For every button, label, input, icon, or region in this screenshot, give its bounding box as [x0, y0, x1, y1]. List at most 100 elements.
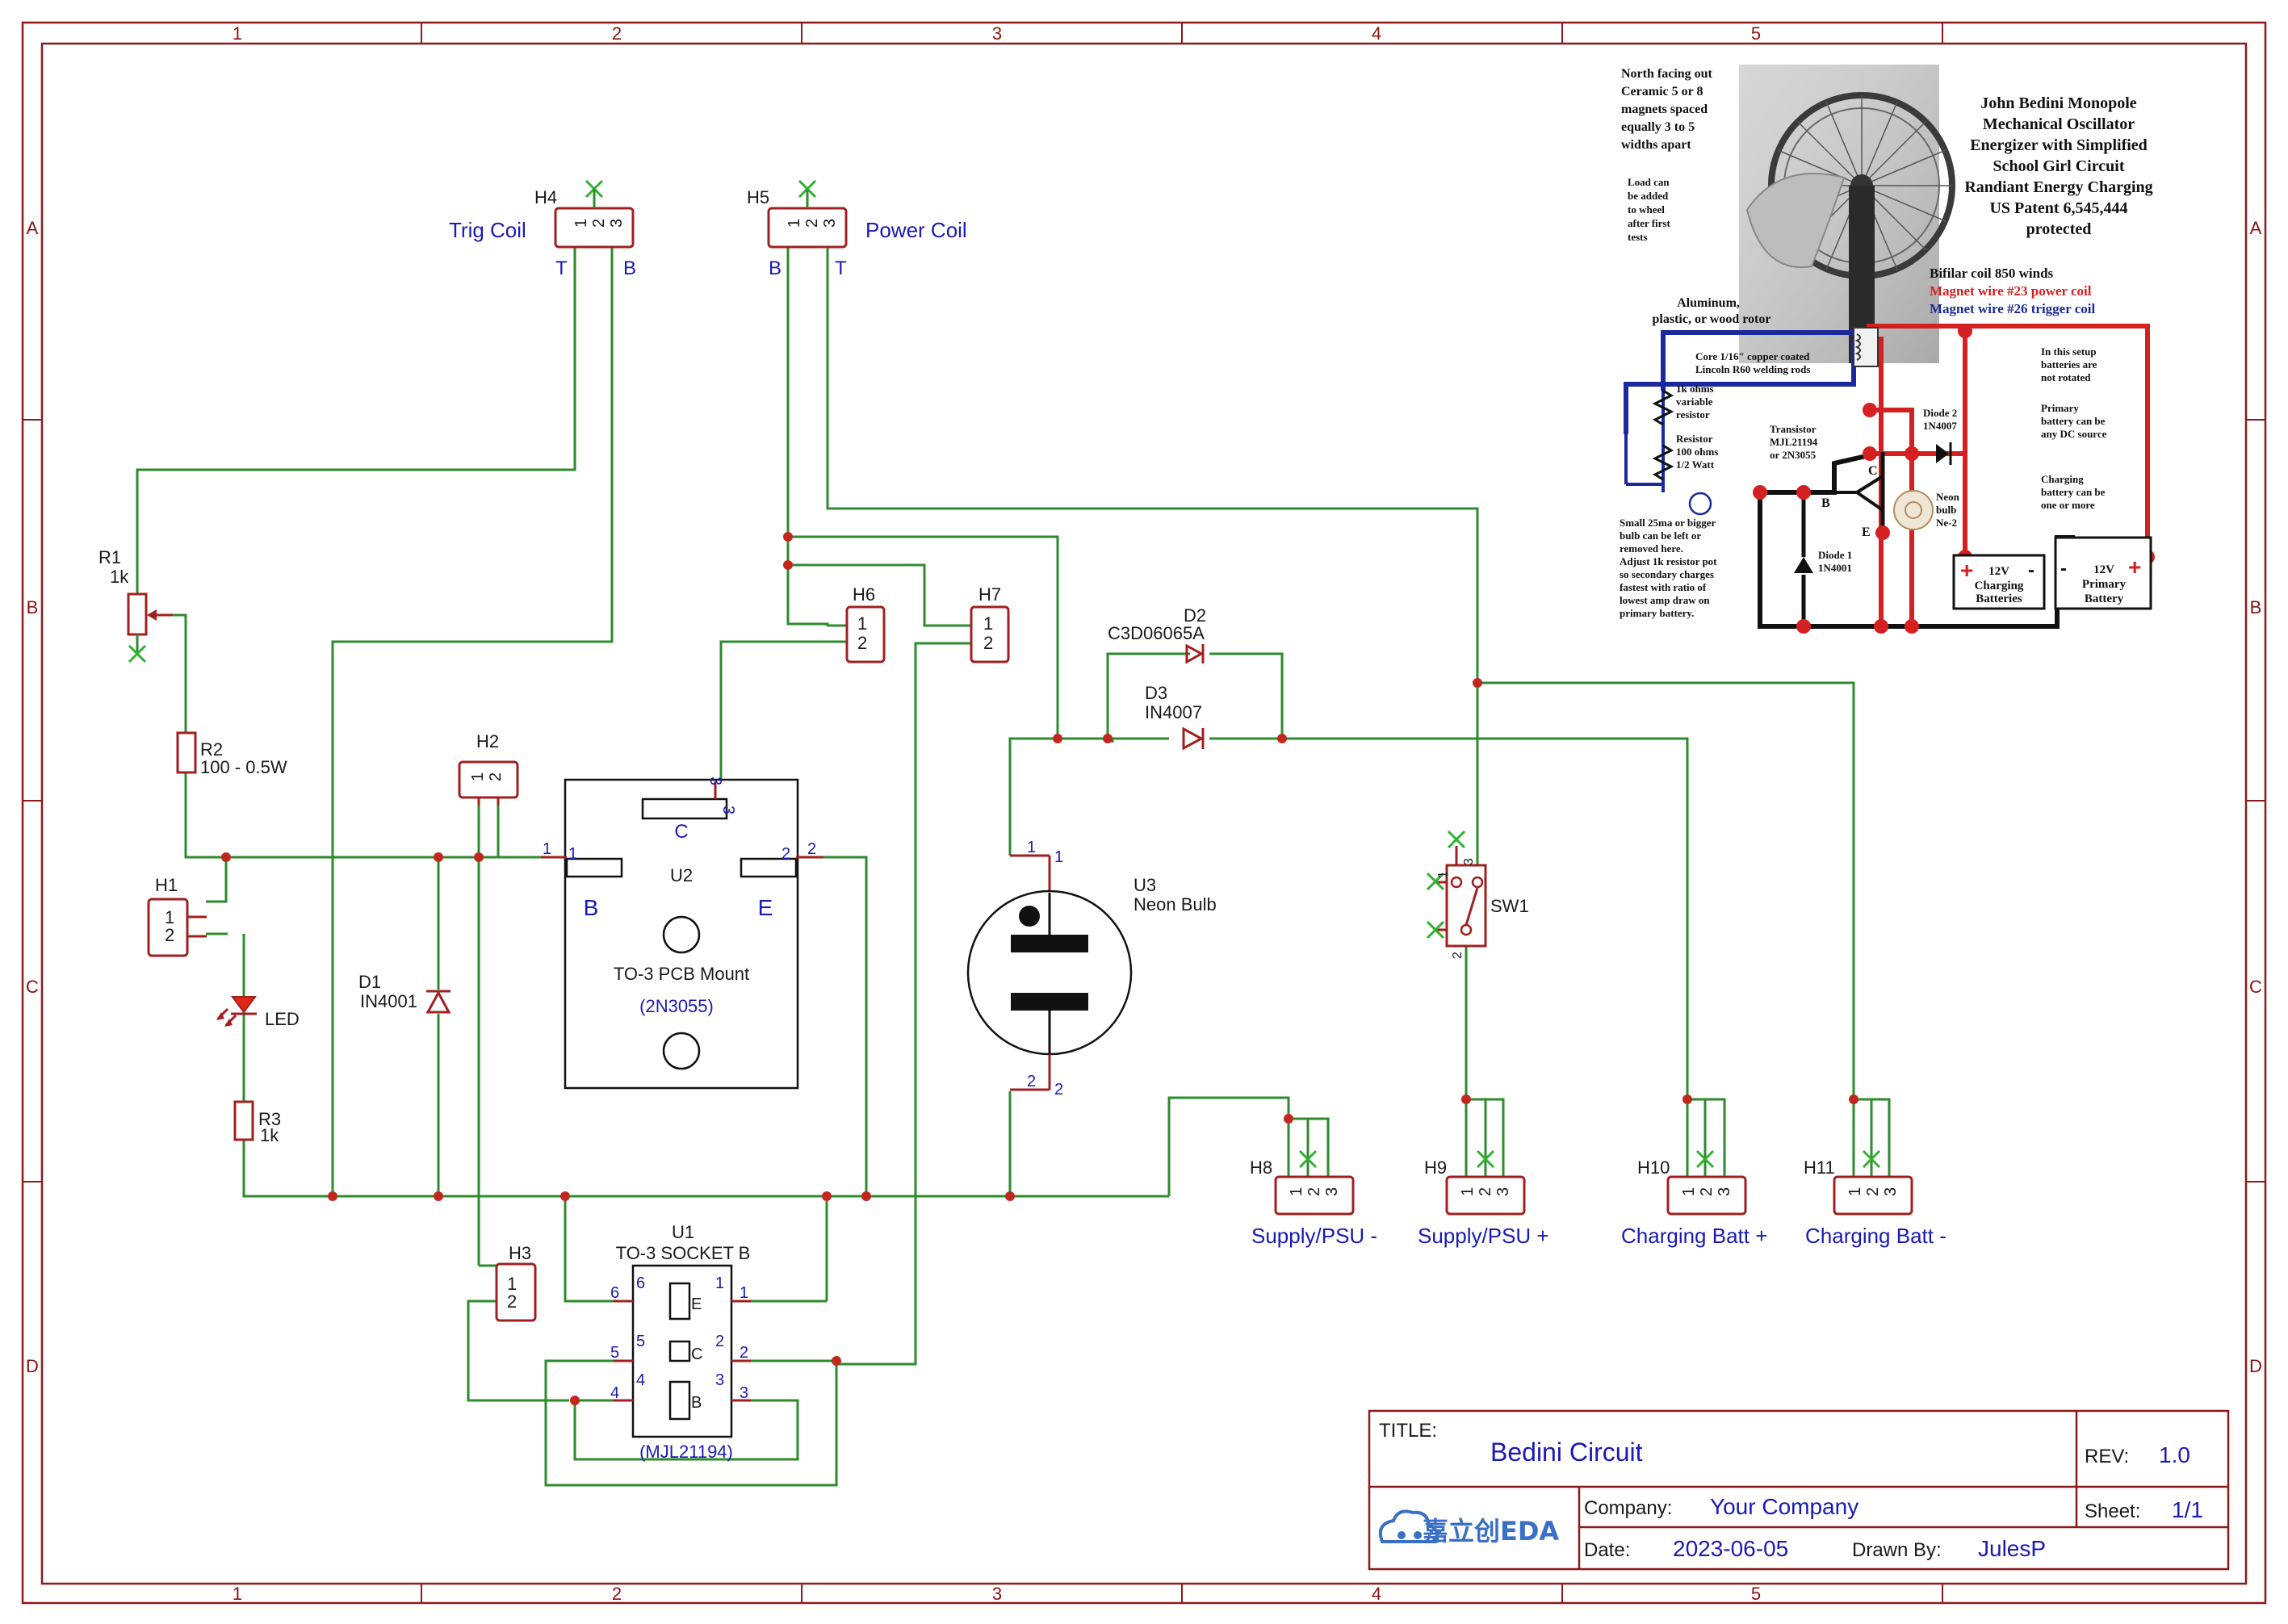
svg-text:3: 3 — [719, 806, 737, 814]
svg-text:equally 3 to 5: equally 3 to 5 — [1621, 120, 1695, 134]
connector-h4[interactable]: H4 1 2 3 Trig Coil T B — [449, 179, 636, 279]
u2-e-label: E — [758, 895, 773, 920]
row-label-b-right: B — [2250, 597, 2262, 617]
connector-h3[interactable]: H3 1 2 — [495, 1243, 537, 1322]
svg-text:3: 3 — [1462, 858, 1476, 865]
svg-text:1: 1 — [1846, 1187, 1864, 1196]
h9-label: Supply/PSU + — [1418, 1224, 1549, 1248]
u3-name: Neon Bulb — [1134, 894, 1217, 915]
svg-text:3: 3 — [1882, 1187, 1900, 1196]
svg-text:2: 2 — [1477, 1187, 1494, 1196]
svg-text:1: 1 — [1680, 1187, 1698, 1196]
connector-h8[interactable]: H8 1 2 3 Supply/PSU - — [1250, 1149, 1377, 1248]
resistor-r1-potentiometer[interactable]: R1 1k — [98, 547, 173, 663]
led[interactable]: LED — [216, 996, 300, 1029]
transistor-u1-to3-socket[interactable]: U1 TO-3 SOCKET B (MJL21194) E C B 1 1 2 … — [610, 1222, 751, 1462]
svg-text:1: 1 — [165, 907, 174, 927]
diode-d1[interactable]: D1 IN4001 — [358, 972, 451, 1014]
svg-text:magnets spaced: magnets spaced — [1621, 103, 1708, 116]
svg-text:3: 3 — [1716, 1187, 1733, 1196]
svg-text:-: - — [2060, 558, 2067, 580]
r1-value: 1k — [110, 567, 129, 587]
h5-b-label: B — [769, 257, 782, 279]
neon-bulb-u3[interactable]: 1 1 2 2 U3 Neon Bulb — [966, 839, 1217, 1099]
col-label-3: 3 — [992, 23, 1002, 44]
connector-h1[interactable]: H1 1 2 — [147, 875, 207, 957]
svg-text:2: 2 — [165, 925, 174, 945]
svg-text:3: 3 — [1494, 1187, 1512, 1196]
svg-text:not rotated: not rotated — [2041, 371, 2091, 383]
svg-text:Adjust 1k resistor pot: Adjust 1k resistor pot — [1620, 555, 1717, 567]
svg-text:Mechanical Oscillator: Mechanical Oscillator — [1983, 115, 2135, 133]
date-value: 2023-06-05 — [1673, 1536, 1788, 1561]
svg-text:Batteries: Batteries — [1976, 592, 2022, 605]
svg-text:2: 2 — [1698, 1187, 1716, 1196]
svg-text:Charging: Charging — [2041, 473, 2084, 485]
junctions — [221, 532, 1858, 1405]
u3-ref: U3 — [1134, 875, 1156, 895]
diode-d3[interactable]: D3 IN4007 — [1145, 683, 1205, 751]
connector-h9[interactable]: H9 1 2 3 Supply/PSU + — [1418, 1149, 1549, 1248]
svg-text:plastic, or wood rotor: plastic, or wood rotor — [1653, 312, 1771, 326]
d2-ref: D2 — [1184, 605, 1206, 626]
svg-text:2: 2 — [507, 1291, 517, 1312]
jlc-eda-logo: 嘉立创EDA — [1378, 1509, 1559, 1547]
row-label-c-right: C — [2249, 977, 2262, 997]
connector-h7[interactable]: H7 1 2 — [970, 584, 1010, 663]
h2-ref: H2 — [476, 731, 499, 751]
svg-text:one or more: one or more — [2041, 499, 2095, 511]
svg-text:Magnet wire #26 trigger coil: Magnet wire #26 trigger coil — [1930, 301, 2095, 316]
svg-text:2: 2 — [782, 845, 790, 863]
drawn-by-label: Drawn By: — [1852, 1539, 1942, 1561]
h3-ref: H3 — [509, 1243, 531, 1263]
h6-ref: H6 — [853, 584, 875, 605]
connector-h6[interactable]: H6 1 2 — [845, 584, 886, 663]
bedini-wheel-photo — [1739, 65, 1955, 363]
svg-text:3: 3 — [706, 776, 724, 785]
drawn-by-value: JulesP — [1978, 1536, 2046, 1561]
connector-h2[interactable]: H2 1 2 — [458, 731, 519, 806]
svg-text:5: 5 — [610, 1344, 619, 1362]
svg-text:1: 1 — [1054, 848, 1063, 866]
svg-text:1N4007: 1N4007 — [1923, 420, 1957, 432]
resistor-r3[interactable]: R3 1k — [233, 1100, 281, 1145]
svg-text:batteries are: batteries are — [2041, 358, 2097, 370]
col-label-5b: 5 — [1751, 1584, 1761, 1604]
svg-text:variable: variable — [1676, 396, 1713, 408]
connector-h11[interactable]: H11 1 2 3 Charging Batt - — [1804, 1149, 1946, 1248]
svg-text:widths apart: widths apart — [1621, 138, 1691, 152]
svg-text:Primary: Primary — [2082, 578, 2127, 591]
r3-value: 1k — [260, 1125, 279, 1145]
u1-b-label: B — [691, 1394, 702, 1412]
svg-text:Core 1/16" copper coated: Core 1/16" copper coated — [1695, 350, 1810, 362]
connector-h10[interactable]: H10 1 2 3 Charging Batt + — [1621, 1149, 1767, 1248]
rev-label: REV: — [2085, 1446, 2129, 1467]
svg-text:3: 3 — [821, 219, 839, 228]
r2-value: 100 - 0.5W — [200, 757, 287, 777]
r2-ref: R2 — [200, 739, 223, 760]
transistor-u2-to3-mount[interactable]: C B E U2 TO-3 PCB Mount (2N3055) 1 1 2 2… — [541, 776, 823, 1090]
svg-text:1: 1 — [1459, 1187, 1477, 1196]
col-label-4: 4 — [1372, 23, 1381, 44]
drawing-title: Bedini Circuit — [1490, 1438, 1643, 1467]
h5-t-label: T — [835, 257, 847, 279]
u1-part: (MJL21194) — [639, 1442, 733, 1462]
diode-d2[interactable]: D2 C3D06065A — [1108, 605, 1206, 664]
drawing-frame: 1 2 3 4 5 1 2 3 4 5 A B C D A B C D — [21, 21, 2267, 1605]
company-value: Your Company — [1710, 1494, 1858, 1519]
svg-text:6: 6 — [636, 1275, 645, 1292]
resistor-r2[interactable]: R2 100 - 0.5W — [176, 731, 287, 777]
connector-h5[interactable]: H5 1 2 3 Power Coil B T — [747, 179, 967, 279]
svg-text:resistor: resistor — [1676, 408, 1710, 421]
svg-text:Neon: Neon — [1936, 491, 1960, 503]
h4-t-label: T — [555, 257, 568, 279]
d3-value: IN4007 — [1145, 702, 1202, 722]
svg-text:6: 6 — [610, 1284, 619, 1302]
svg-text:100 ohms: 100 ohms — [1676, 446, 1718, 458]
svg-text:Diode 2: Diode 2 — [1923, 407, 1957, 419]
svg-text:North facing out: North facing out — [1621, 67, 1713, 81]
switch-sw1[interactable]: SW1 1 3 2 — [1426, 830, 1529, 959]
svg-text:1: 1 — [568, 845, 577, 863]
r3-ref: R3 — [258, 1109, 281, 1129]
svg-text:1/2 Watt: 1/2 Watt — [1676, 458, 1715, 471]
